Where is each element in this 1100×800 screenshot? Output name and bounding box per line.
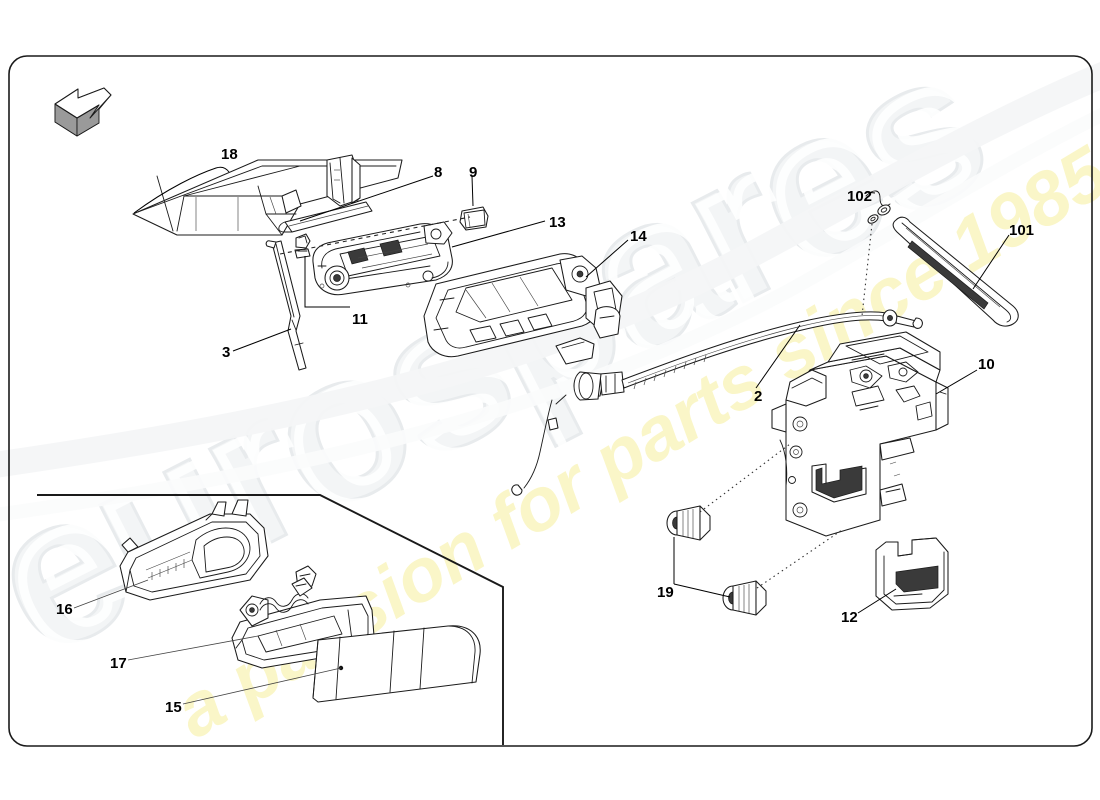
callout-15: 15 <box>165 699 182 716</box>
guide-grommet-axis <box>861 223 873 317</box>
part-10-door-lock-assembly <box>771 331 949 537</box>
part-15-handle-trim-cap <box>312 625 481 703</box>
leader-3 <box>232 328 292 352</box>
leader-101 <box>972 234 1010 290</box>
part-16-handle-housing-frame <box>119 499 269 601</box>
callout-10: 10 <box>978 356 995 373</box>
callout-9: 9 <box>469 164 478 181</box>
callout-19: 19 <box>657 584 674 601</box>
guide-handle-axis <box>279 216 471 255</box>
callout-14: 14 <box>630 228 647 245</box>
callout-11: 11 <box>352 311 368 328</box>
part-12-striker-bracket-cover <box>875 537 949 611</box>
callout-102: 102 <box>847 188 873 205</box>
direction-arrow-icon <box>54 87 112 137</box>
leader-17 <box>127 635 259 661</box>
part-9-end-cap-clip <box>459 206 489 231</box>
leader-13 <box>451 220 546 248</box>
leader-16 <box>73 579 149 609</box>
guide-screw-lower <box>756 529 843 589</box>
leader-102 <box>865 191 876 194</box>
leader-10 <box>935 369 978 395</box>
part-13-handle-bracket <box>312 221 453 296</box>
callout-101: 101 <box>1009 222 1035 239</box>
leader-18 <box>133 166 230 214</box>
part-8-handle-cover-strip <box>278 201 373 233</box>
callout-16: 16 <box>56 601 73 618</box>
callout-17: 17 <box>110 655 127 672</box>
leader-12 <box>857 588 897 614</box>
alignment-guides <box>279 216 873 589</box>
part-18-door-trim-seal <box>132 154 403 236</box>
callout-3: 3 <box>222 344 231 361</box>
callout-18: 18 <box>221 146 238 163</box>
guide-screw-upper <box>699 443 791 513</box>
callout-13: 13 <box>549 214 566 231</box>
part-19-tapping-screw-lower <box>722 580 767 616</box>
leader-2 <box>755 324 801 389</box>
callout-2: 2 <box>754 388 763 405</box>
leader-11 <box>304 256 350 308</box>
callout-12: 12 <box>841 609 858 626</box>
leader-14 <box>585 239 629 278</box>
part-101-weather-strip <box>892 216 1019 327</box>
inset-detail-box <box>37 494 504 745</box>
leader-8 <box>299 175 434 222</box>
leader-9 <box>471 175 474 207</box>
leader-19b <box>673 583 731 598</box>
part-102-seal-grommet-set <box>865 190 891 224</box>
diagram-frame <box>8 55 1093 747</box>
part-19-tapping-screw-upper <box>666 505 711 541</box>
callout-8: 8 <box>434 164 443 181</box>
leader-15 <box>182 667 342 705</box>
part-11-retaining-clip <box>294 233 311 259</box>
leader-lines <box>73 166 1010 705</box>
part-14-handle-carrier-mechanism <box>423 253 625 399</box>
part-2-bowden-cable <box>511 309 923 496</box>
part-3-operating-rod <box>265 240 307 371</box>
